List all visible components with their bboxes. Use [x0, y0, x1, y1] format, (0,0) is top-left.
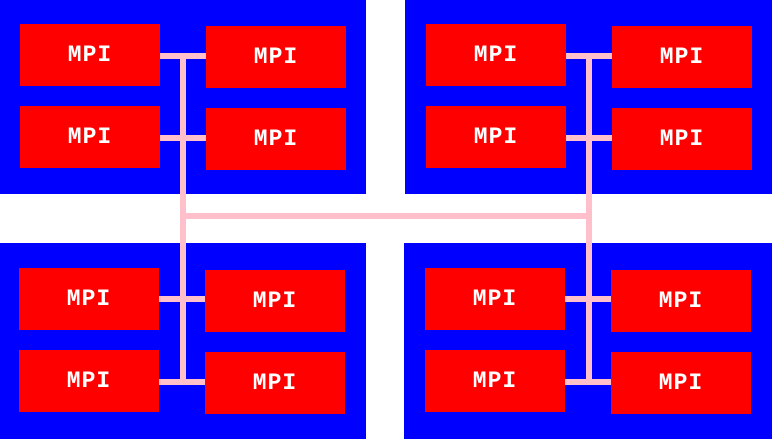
interconnect-branch: [159, 296, 205, 302]
mpi-process: MPI: [611, 270, 751, 332]
mpi-process: MPI: [19, 268, 159, 330]
interconnect-branch: [160, 53, 206, 59]
interconnect-branch: [566, 53, 612, 59]
mpi-process: MPI: [612, 108, 752, 170]
interconnect-branch: [565, 296, 611, 302]
interconnect-branch: [566, 135, 612, 141]
interconnect-trunk-left: [180, 55, 186, 385]
mpi-process: MPI: [205, 352, 345, 414]
mpi-process: MPI: [426, 106, 566, 168]
mpi-process: MPI: [425, 350, 565, 412]
interconnect-branch: [565, 379, 611, 385]
mpi-process: MPI: [425, 268, 565, 330]
interconnect-bus: [180, 213, 592, 219]
mpi-process: MPI: [19, 350, 159, 412]
interconnect-branch: [160, 135, 206, 141]
mpi-process: MPI: [426, 24, 566, 86]
mpi-process: MPI: [20, 24, 160, 86]
interconnect-trunk-right: [586, 55, 592, 385]
interconnect-branch: [159, 379, 205, 385]
mpi-process: MPI: [205, 270, 345, 332]
mpi-process: MPI: [612, 26, 752, 88]
mpi-process: MPI: [206, 26, 346, 88]
mpi-process: MPI: [20, 106, 160, 168]
mpi-process: MPI: [206, 108, 346, 170]
mpi-process: MPI: [611, 352, 751, 414]
